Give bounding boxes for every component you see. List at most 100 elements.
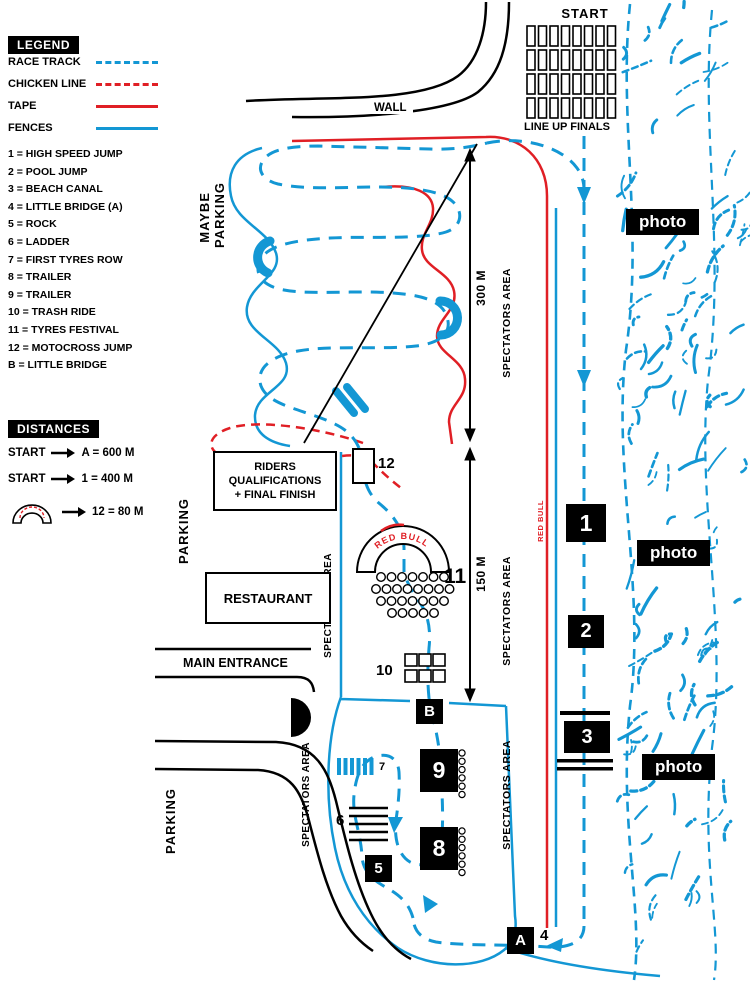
- legend-row-fences: FENCES: [8, 122, 158, 134]
- line-up-finals-label: LINE UP FINALS: [524, 121, 610, 133]
- sea-waves: [615, 0, 750, 981]
- ladder-icon: [349, 806, 388, 842]
- legend-items-list: 1 = HIGH SPEED JUMP 2 = POOL JUMP 3 = BE…: [8, 146, 132, 375]
- tyres-festival-icon: [371, 572, 455, 619]
- wall-road: [245, 1, 511, 119]
- legend-item: 8 = TRAILER: [8, 271, 72, 284]
- wall-label: WALL: [368, 102, 413, 114]
- track-bottom-turn: [411, 917, 586, 949]
- red-bull-arch-icon: [12, 504, 52, 524]
- legend-item: 9 = TRAILER: [8, 288, 72, 301]
- legend-tape-label: TAPE: [8, 100, 37, 112]
- tape-serpentine-right: [382, 185, 467, 445]
- spectators-area-label-5: SPECTATORS AREA: [301, 742, 312, 847]
- shoreline-wave: [621, 3, 638, 981]
- fences-line-sample: [96, 126, 158, 130]
- legend-chicken-line-label: CHICKEN LINE: [8, 78, 87, 90]
- marker-6: 6: [336, 812, 345, 829]
- tape-line-sample: [96, 104, 158, 108]
- measure-300m-head-bottom: [464, 428, 476, 443]
- marker-badge-2: 2: [568, 615, 604, 648]
- distance-from-label: START: [8, 473, 46, 485]
- spectators-area-label-2: SPECTATORS AREA: [501, 556, 513, 666]
- marker-badge-a: A: [507, 927, 534, 954]
- marker-11: 11: [444, 565, 467, 588]
- pool-jump-arc: [435, 296, 462, 340]
- arch-shape: [355, 525, 451, 573]
- entrance-roads: [154, 647, 412, 961]
- distance-value: 12 = 80 M: [92, 506, 144, 518]
- measure-150m-label: 150 M: [474, 556, 488, 592]
- legend-item: 3 = BEACH CANAL: [8, 183, 103, 196]
- first-tyres-row-icon: [337, 758, 374, 775]
- legend-item: 5 = ROCK: [8, 218, 57, 231]
- entrance-road-bottom: [155, 675, 316, 693]
- legend-item: 11 = TYRES FESTIVAL: [8, 323, 119, 336]
- trailer-tyres-icon: [458, 749, 466, 877]
- maybe-parking-label-line1: MAYBE: [197, 192, 212, 243]
- legend-item: 12 = MOTOCROSS JUMP: [8, 341, 133, 354]
- legend-item: 4 = LITTLE BRIDGE (A): [8, 200, 123, 213]
- main-entrance-label: MAIN ENTRANCE: [183, 656, 288, 670]
- legend-row-tape: TAPE: [8, 100, 158, 112]
- tape-top-and-right: [291, 135, 549, 928]
- photo-spot-badge-2: photo: [637, 540, 711, 566]
- wall-outer-curve: [245, 1, 488, 103]
- riders-box-line2: QUALIFICATIONS: [228, 474, 322, 487]
- marker-badge-b: B: [416, 699, 443, 724]
- distance-row-2: START 1 = 400 M: [8, 473, 133, 485]
- arch-red-tick: [380, 523, 405, 533]
- marker-10: 10: [376, 662, 393, 679]
- arrow-bottom-left: [546, 938, 563, 952]
- arrow-down-straight-2: [577, 370, 591, 387]
- legend-item: 2 = POOL JUMP: [8, 165, 88, 178]
- measure-150m-head-bottom: [464, 688, 476, 703]
- arrow-right-icon: [62, 507, 86, 517]
- legend-item: B = LITTLE BRIDGE: [8, 359, 107, 372]
- marker-badge-8: 8: [420, 827, 458, 870]
- distances-title-badge: DISTANCES: [8, 420, 99, 438]
- riders-box-line3: + FINAL FINISH: [234, 489, 316, 502]
- arrow-right-icon: [51, 474, 76, 484]
- motocross-ramp: [352, 448, 375, 484]
- little-bridge-bar-2: [343, 383, 369, 413]
- riders-box-line1: RIDERS: [254, 460, 296, 473]
- restaurant-label: RESTAURANT: [223, 590, 313, 606]
- fence-serpentine-left: [228, 146, 291, 448]
- pointer-diagonal-line: [303, 143, 478, 444]
- legend-fences-label: FENCES: [8, 122, 53, 134]
- spectators-area-label-1: SPECTATORS AREA: [501, 268, 513, 378]
- wall-inner-curve: [291, 1, 511, 119]
- red-bull-arch: RED BULL: [355, 523, 451, 573]
- spectators-area-label-3: SPECTATORS AREA: [501, 740, 513, 850]
- legend-item: 7 = FIRST TYRES ROW: [8, 253, 123, 266]
- chicken-line-sample: [96, 82, 158, 86]
- legend-title-badge: LEGEND: [8, 36, 80, 54]
- arrow-down-straight-1: [577, 187, 591, 204]
- parking-label-1: PARKING: [176, 498, 191, 564]
- legend-item: 10 = TRASH RIDE: [8, 306, 96, 319]
- maybe-parking-label-line2: PARKING: [212, 182, 227, 248]
- motocross-jump-box: [352, 448, 375, 484]
- marker-7: 7: [379, 761, 386, 773]
- trash-ride-icon: [404, 653, 446, 683]
- measure-150m-head-top: [464, 446, 476, 461]
- beach-canal-arc: [253, 236, 275, 278]
- legend-item: 6 = LADDER: [8, 235, 70, 248]
- parking-label-2: PARKING: [163, 788, 178, 854]
- entrance-island: [291, 698, 311, 737]
- distance-value: 1 = 400 M: [81, 473, 133, 485]
- tape-lines: [291, 135, 549, 928]
- legend-item: 1 = HIGH SPEED JUMP: [8, 148, 123, 160]
- parking-road-outer: [154, 739, 412, 961]
- little-bridge-bar-1: [332, 387, 358, 417]
- distance-row-3: 12 = 80 M: [8, 498, 143, 526]
- track-arrows: [388, 187, 591, 952]
- canal-bars: [557, 711, 613, 771]
- obstacle-arcs: [253, 236, 462, 417]
- track-serpentine: [256, 141, 488, 449]
- distance-from-label: START: [8, 447, 46, 459]
- track-bottom-loop: [352, 697, 445, 919]
